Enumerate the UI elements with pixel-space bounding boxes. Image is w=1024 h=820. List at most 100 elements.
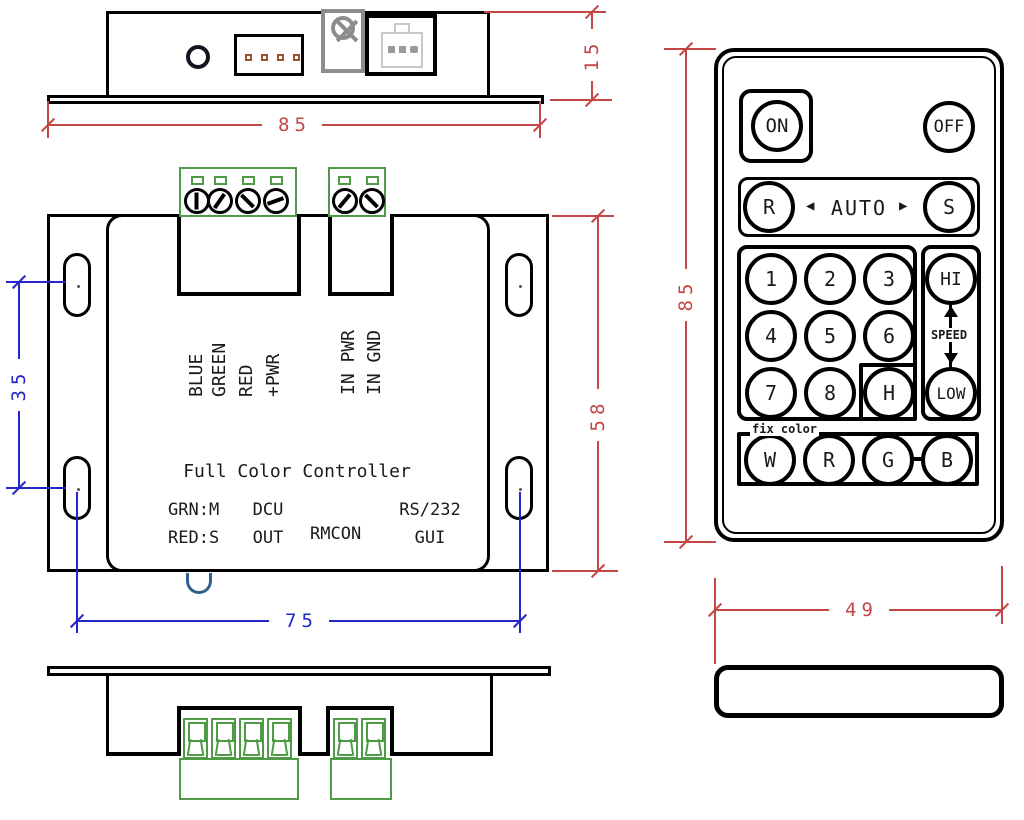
key-3: 3 xyxy=(863,253,915,305)
white-button: W xyxy=(744,434,796,486)
stop-button: S xyxy=(923,181,975,233)
hi-button: HI xyxy=(925,253,977,305)
dim-remote-width: 49 xyxy=(829,599,889,621)
output-connector-4pin-icon xyxy=(234,34,304,76)
power-terminal-block xyxy=(328,167,386,217)
body-bottom xyxy=(300,752,330,756)
dim-ext xyxy=(552,215,614,217)
remote-inner-outline xyxy=(722,56,996,534)
pin-icon xyxy=(277,54,284,61)
next-arrow-icon: ▶ xyxy=(899,198,908,214)
top-view-baseplate xyxy=(47,95,544,104)
pin-icon xyxy=(261,54,268,61)
product-title: Full Color Controller xyxy=(183,461,411,482)
mounting-slot xyxy=(505,253,533,317)
top-view-body xyxy=(106,11,490,97)
legend-red: RED:S xyxy=(168,528,220,548)
pin-icon xyxy=(293,54,300,61)
key-7: 7 xyxy=(745,367,797,419)
arrow-up-icon xyxy=(944,306,958,317)
socket-tab-icon xyxy=(394,23,410,34)
screw-icon xyxy=(359,188,385,214)
remote-side-outline xyxy=(714,665,1004,718)
terminal-label-red: RED xyxy=(236,364,257,397)
wire-slot-icon xyxy=(211,718,236,759)
socket-pin-icon xyxy=(388,46,395,53)
bottom-baseplate xyxy=(47,666,551,676)
dim-ext xyxy=(714,578,716,664)
fix-color-group xyxy=(737,432,979,486)
blue-button: B xyxy=(921,434,973,486)
dim-ext xyxy=(519,492,521,633)
fix-color-label: fix color xyxy=(750,422,820,436)
terminal-label-inpwr: IN PWR xyxy=(338,329,359,395)
screw-icon xyxy=(263,188,289,214)
key-4: 4 xyxy=(745,310,797,362)
dim-ext xyxy=(539,101,541,138)
body-side xyxy=(490,676,493,756)
terminal-label-pwr: +PWR xyxy=(263,353,284,397)
legend-rs232: RS/232 xyxy=(399,500,461,520)
wire-slot-icon xyxy=(183,718,208,759)
speed-group xyxy=(921,245,981,421)
low-button: LOW xyxy=(925,367,977,419)
keypad-group xyxy=(737,245,917,421)
dim-ext xyxy=(552,570,618,572)
legend-out: OUT xyxy=(252,528,284,548)
terminal-label-green: GREEN xyxy=(209,342,230,397)
legend-rmcon: RMCON xyxy=(310,524,362,544)
plug-body xyxy=(330,758,392,800)
legend-gui: GUI xyxy=(414,528,446,548)
on-button-frame xyxy=(739,89,813,163)
key-5: 5 xyxy=(804,310,856,362)
wire-slot-icon xyxy=(239,718,264,759)
legend-rs232-gui: RS/232 GUI xyxy=(394,496,466,552)
off-button: OFF xyxy=(923,101,975,153)
dim-hole-width: 75 xyxy=(269,610,329,632)
legend-grn: GRN:M xyxy=(168,500,220,520)
dim-ext xyxy=(76,492,78,633)
terminal-label-blue: BLUE xyxy=(186,353,207,397)
key-8: 8 xyxy=(804,367,856,419)
dim-top-width: 85 xyxy=(262,114,322,136)
screw-icon xyxy=(332,188,358,214)
plug-body xyxy=(179,758,299,800)
potentiometer-icon xyxy=(321,9,365,73)
dim-hole-spacing: 35 xyxy=(8,359,30,411)
speed-label: SPEED xyxy=(928,328,970,342)
wire-slot-icon xyxy=(333,718,358,759)
green-button: G xyxy=(862,434,914,486)
cable-loop-icon xyxy=(186,573,212,594)
auto-label: AUTO xyxy=(830,196,888,220)
dim-ext xyxy=(664,48,716,50)
body-bottom xyxy=(392,752,493,756)
led-hole-icon xyxy=(186,45,210,69)
dim-ext xyxy=(6,281,66,283)
key-2: 2 xyxy=(804,253,856,305)
run-button: R xyxy=(743,181,795,233)
auto-group xyxy=(738,177,980,237)
remote-connector-3pin-icon xyxy=(365,14,437,76)
red-button: R xyxy=(803,434,855,486)
mounting-slot xyxy=(63,253,91,317)
body-bottom xyxy=(106,752,180,756)
terminal-notch xyxy=(328,214,394,296)
legend-dcu: DCU xyxy=(252,500,284,520)
dim-top-height: 15 xyxy=(581,29,603,81)
screw-icon xyxy=(207,188,233,214)
legend-dcu-out: DCU OUT xyxy=(240,496,296,552)
legend-grn-red: GRN:M RED:S xyxy=(168,496,219,552)
prev-arrow-icon: ◀ xyxy=(806,198,815,214)
key-h: H xyxy=(863,367,915,419)
socket-outline-icon xyxy=(381,32,423,68)
arrow-down-icon xyxy=(944,353,958,364)
wire-slot-icon xyxy=(267,718,292,759)
pot-wheel-icon xyxy=(331,16,355,40)
gb-link-line xyxy=(910,457,924,461)
key-1: 1 xyxy=(745,253,797,305)
pin-icon xyxy=(245,54,252,61)
socket-pin-icon xyxy=(410,46,418,53)
wire-slot-icon xyxy=(361,718,386,759)
rgb-terminal-block xyxy=(179,167,297,217)
dim-ext xyxy=(47,101,49,138)
